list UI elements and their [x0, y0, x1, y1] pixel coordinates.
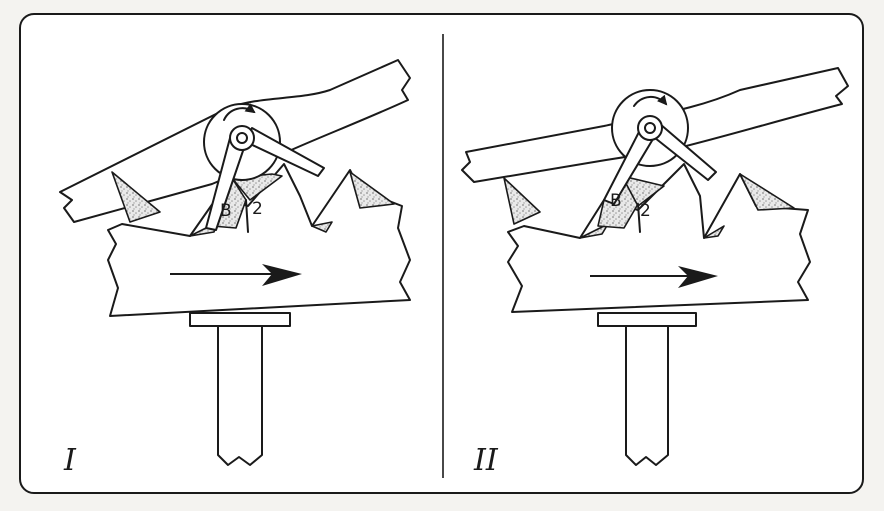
rotation-arrow-icon: [223, 103, 256, 121]
tooth-1-I: [111, 171, 161, 223]
tooth-4-I: [311, 221, 333, 233]
rod-II: [597, 312, 697, 466]
pawl-label-B: B: [610, 191, 622, 211]
tooth-4-II: [703, 225, 725, 239]
tooth-2-I: [349, 171, 395, 209]
pawl-2-II: [621, 175, 665, 207]
panel-I: B 2 I: [59, 59, 411, 478]
rod-I: [189, 312, 291, 466]
tooth-1-II: [503, 177, 541, 225]
pawl-label-2: 2: [252, 199, 263, 219]
panel-label: II: [473, 443, 499, 478]
panel-label: I: [63, 443, 77, 478]
rotation-arrow-icon: [633, 94, 668, 107]
tooth-2-II: [739, 173, 795, 211]
tooth-3-II: [579, 223, 609, 239]
panel-II: B 2 II: [461, 67, 849, 478]
pawl-label-B: B: [220, 201, 232, 221]
pawl-label-2: 2: [640, 201, 651, 221]
